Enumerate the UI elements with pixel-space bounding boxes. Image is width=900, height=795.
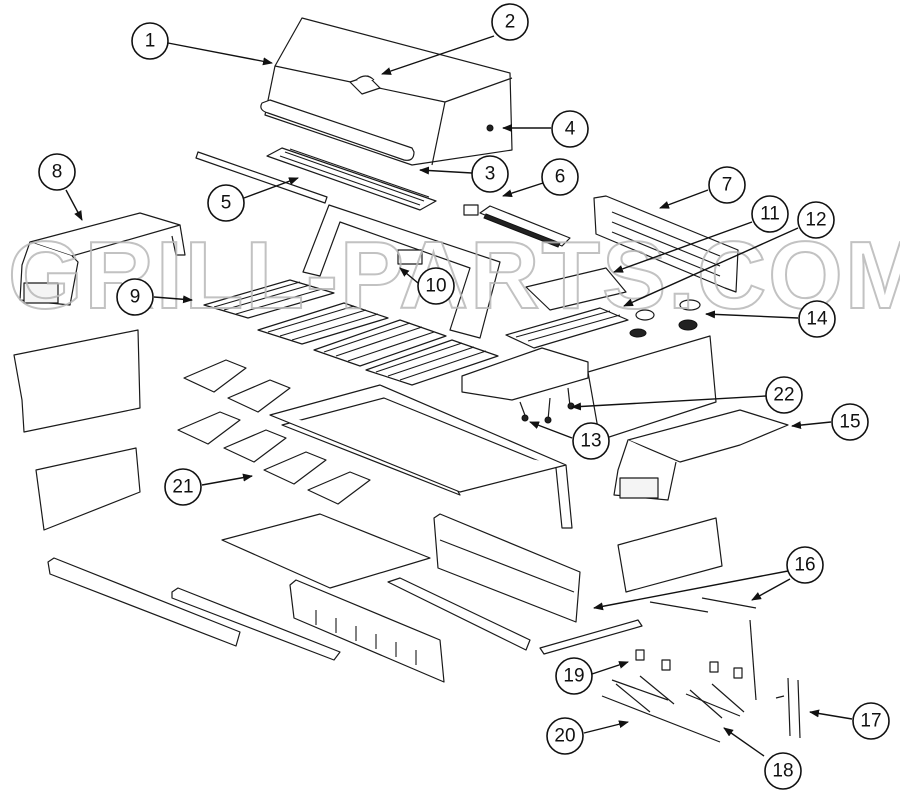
svg-text:1: 1: [145, 31, 156, 52]
callout-21: 21: [164, 468, 202, 506]
svg-text:16: 16: [794, 555, 815, 576]
grill-frame: [269, 384, 573, 529]
svg-text:21: 21: [172, 477, 193, 498]
svg-text:19: 19: [563, 666, 584, 687]
callout-9: 9: [116, 278, 154, 316]
leader-1: [167, 42, 273, 66]
callout-15: 15: [831, 403, 869, 441]
leader-11: [613, 221, 753, 273]
leader-8: [65, 189, 83, 221]
leader-18: [723, 727, 765, 757]
leader-20: [583, 720, 629, 734]
leader-22: [571, 395, 767, 411]
leader-15: [791, 421, 832, 430]
lid-badge: [349, 75, 381, 95]
callout-19: 19: [555, 657, 593, 695]
svg-text:12: 12: [805, 210, 826, 231]
svg-text:18: 18: [772, 761, 793, 782]
svg-text:22: 22: [773, 385, 794, 406]
callout-7: 7: [708, 166, 746, 204]
leader-13: [529, 421, 573, 439]
right-panel: [587, 335, 717, 441]
manifold-panel: [433, 513, 581, 623]
warming-rack-bar: [195, 151, 328, 204]
callout-13: 13: [572, 422, 610, 460]
leader-9: [153, 295, 193, 304]
leader-5: [243, 177, 299, 199]
svg-text:3: 3: [485, 164, 496, 185]
svg-text:6: 6: [555, 167, 566, 188]
drip-tray: [221, 513, 431, 589]
left-side-shelf: [19, 212, 186, 306]
main-burners: [601, 649, 745, 743]
callout-22: 22: [765, 376, 803, 414]
callout-6: 6: [541, 158, 579, 196]
leader-21: [201, 473, 253, 486]
leader-lines: [65, 35, 853, 757]
callout-markers: 1 2 3 4 5 6 7 8 9 10 11 12 13 14 15 16 1…: [38, 3, 890, 790]
callout-10: 10: [417, 267, 455, 305]
leader-7: [659, 189, 709, 209]
flame-tamers: [177, 359, 371, 505]
callout-11: 11: [751, 195, 789, 233]
svg-text:14: 14: [806, 309, 828, 330]
leader-3: [419, 166, 473, 175]
callout-4: 4: [551, 110, 589, 148]
side-burner-box: [461, 347, 589, 401]
rear-burner: [463, 204, 571, 248]
watermark-text: GRILL-PARTS.COM: [8, 222, 900, 329]
svg-text:20: 20: [554, 726, 575, 747]
svg-text:17: 17: [860, 711, 881, 732]
callout-1: 1: [131, 22, 169, 60]
svg-text:5: 5: [221, 193, 232, 214]
leader-6: [502, 182, 544, 198]
callout-8: 8: [38, 153, 76, 191]
callout-17: 17: [852, 702, 890, 740]
hood-lid: [260, 17, 513, 166]
right-side-shelf: [613, 409, 789, 501]
leader-12: [623, 227, 799, 307]
svg-text:10: 10: [425, 276, 446, 297]
callout-14: 14: [798, 300, 836, 338]
callout-3: 3: [471, 155, 509, 193]
left-panel: [13, 329, 141, 433]
right-lower-panel: [617, 517, 723, 593]
leader-16a: [593, 570, 789, 611]
igniter-wire: [775, 677, 801, 739]
svg-text:2: 2: [505, 12, 516, 33]
callout-16: 16: [786, 546, 824, 584]
parts-layer: [13, 17, 801, 743]
bottom-rails: [47, 557, 341, 661]
side-burner-lid: [525, 267, 627, 311]
leader-10: [399, 267, 419, 284]
svg-text:15: 15: [839, 412, 860, 433]
svg-text:8: 8: [52, 162, 63, 183]
angled-bracket: [387, 577, 531, 651]
callout-5: 5: [207, 184, 245, 222]
svg-text:11: 11: [760, 204, 780, 225]
support-brackets: [649, 597, 757, 701]
firebox: [302, 204, 501, 339]
svg-text:9: 9: [130, 287, 141, 308]
warming-rack: [266, 147, 437, 211]
leader-2: [381, 35, 495, 75]
control-panel: [289, 579, 445, 683]
callout-20: 20: [546, 717, 584, 755]
side-burner-caps: [629, 299, 701, 338]
small-rail: [539, 619, 643, 655]
left-lower-panel: [35, 447, 141, 531]
svg-text:7: 7: [722, 175, 733, 196]
leader-17: [809, 709, 853, 720]
leader-14: [705, 310, 799, 319]
callout-18: 18: [764, 752, 802, 790]
back-heat-panel: [593, 195, 739, 293]
cooking-grates: [203, 279, 629, 386]
svg-text:4: 4: [565, 119, 576, 140]
leader-16b: [751, 578, 791, 601]
callout-2: 2: [491, 3, 529, 41]
callout-12: 12: [797, 201, 835, 239]
svg-text:13: 13: [580, 431, 601, 452]
leader-19: [591, 661, 629, 675]
